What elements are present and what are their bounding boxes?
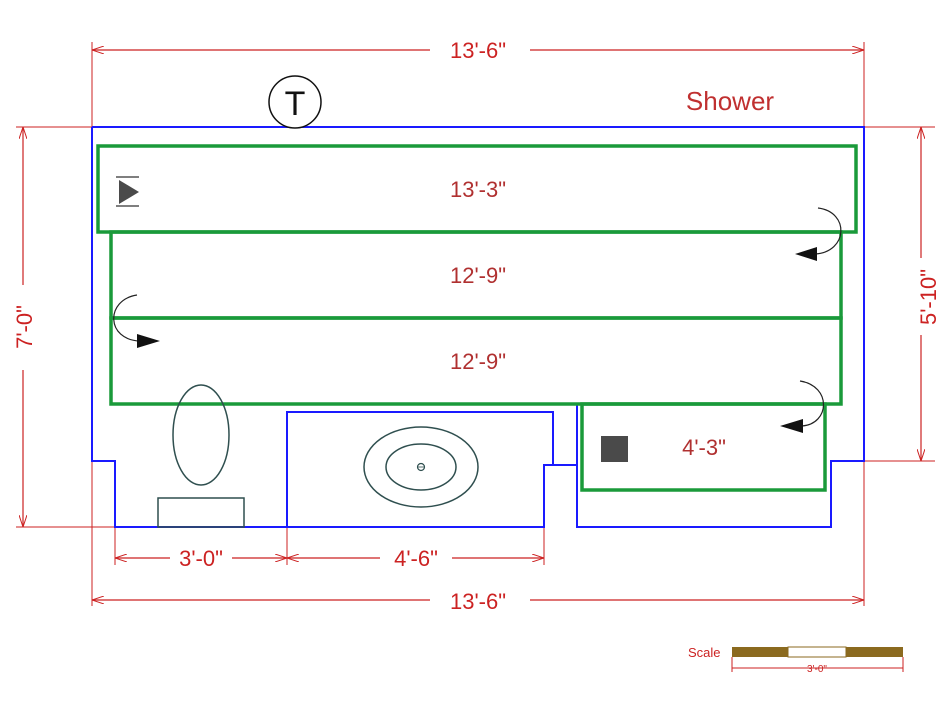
scale-label: Scale <box>688 645 721 660</box>
heating-run-4: 4'-3" <box>580 402 827 492</box>
turn-arrow-icon <box>795 207 842 261</box>
heating-run-3-label: 12'-9" <box>450 349 506 374</box>
dimension-left: 7'-0" <box>12 126 115 528</box>
scale-length: 3'-0" <box>807 664 827 675</box>
dimension-vanity-width: 4'-6" <box>287 527 545 571</box>
dimension-right-text: 5'-10" <box>916 269 941 325</box>
dimension-bottom-text: 13'-6" <box>450 589 506 614</box>
dimension-toilet-width: 3'-0" <box>114 527 288 571</box>
sink-fixture <box>363 426 479 508</box>
dimension-top: 13'-6" <box>91 38 865 127</box>
thermostat-label: T <box>285 85 306 123</box>
shower-label: Shower <box>686 86 774 116</box>
dimension-bottom: 13'-6" <box>91 462 865 614</box>
toilet-fixture <box>157 384 245 528</box>
dimension-vanity-text: 4'-6" <box>394 546 438 571</box>
heating-run-4-label: 4'-3" <box>682 435 726 460</box>
heating-run-2-label: 12'-9" <box>450 263 506 288</box>
room-walls <box>91 126 865 528</box>
turn-arrow-icon <box>113 294 160 348</box>
dimension-toilet-text: 3'-0" <box>179 546 223 571</box>
dimension-top-text: 13'-6" <box>450 38 506 63</box>
dimension-right: 5'-10" <box>864 126 941 462</box>
heating-run-1: 13'-3" <box>96 144 858 234</box>
thermostat-symbol: T <box>268 75 322 129</box>
play-start-icon <box>116 176 139 207</box>
end-square-icon <box>601 436 628 462</box>
heating-run-2: 12'-9" <box>109 230 843 320</box>
heating-run-1-label: 13'-3" <box>450 177 506 202</box>
turn-arrow-icon <box>780 380 825 433</box>
heating-run-3: 12'-9" <box>109 316 843 406</box>
scale-bar: Scale 3'-0" <box>688 645 904 675</box>
dimension-left-text: 7'-0" <box>12 305 37 349</box>
